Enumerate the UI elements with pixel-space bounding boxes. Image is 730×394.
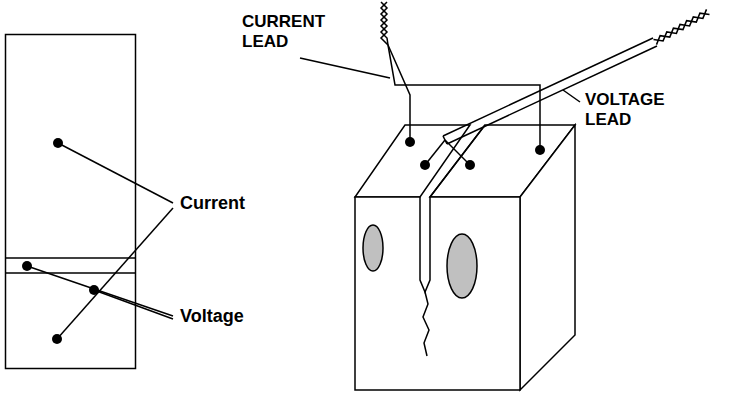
leader-line [300, 58, 390, 78]
lead-dot [89, 285, 99, 295]
side-face [520, 125, 575, 390]
lead-dot [52, 334, 62, 344]
lead-dot [22, 261, 32, 271]
leader-line [94, 290, 173, 319]
point-label: Current [180, 193, 245, 214]
lead-dot [420, 160, 430, 170]
lead-dot [535, 145, 545, 155]
twisted-wire [381, 2, 388, 45]
pin-hole [363, 225, 383, 271]
notch-line [6, 257, 136, 259]
current-wire [388, 45, 540, 150]
point-label: Voltage [180, 306, 244, 327]
leader-line [27, 266, 173, 316]
twisted-wire [381, 2, 388, 45]
lead-label: CURRENT LEAD [242, 12, 342, 51]
pin-hole [447, 234, 477, 298]
voltage-wire [445, 140, 470, 165]
lead-dot [465, 160, 475, 170]
lead-dot [53, 138, 63, 148]
leader-line [57, 208, 173, 339]
leader-line [58, 143, 173, 203]
twisted-wire [654, 9, 707, 41]
lead-dot [405, 137, 415, 147]
crack-line [423, 292, 429, 356]
leader-line [563, 90, 580, 102]
specimen-outline [6, 35, 136, 369]
front-face [355, 197, 520, 390]
lead-label: VOLTAGE LEAD [585, 90, 685, 129]
notch-edge [430, 125, 485, 197]
